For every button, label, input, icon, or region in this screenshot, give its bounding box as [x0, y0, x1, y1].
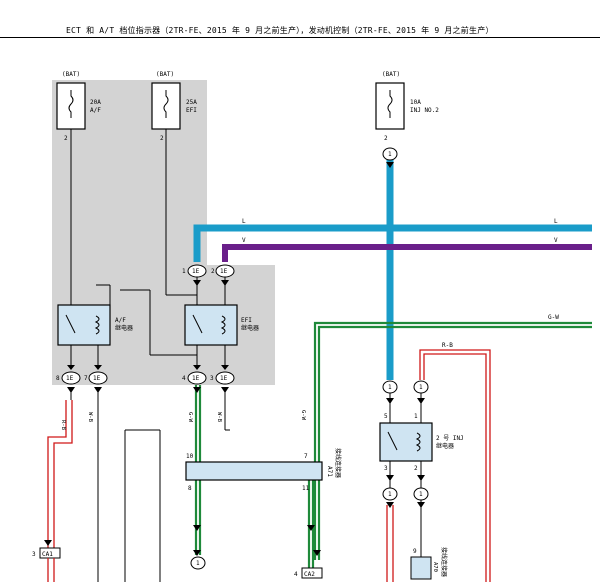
- connector-code: CA2: [304, 571, 315, 578]
- relay-pin: 2: [414, 465, 418, 472]
- connector-pins: 1E 1 1E 2 1E 8 1E 7 1E 4 1E 3 1 1 1 1 1: [56, 147, 429, 570]
- wire-label-vertical: G-W: [300, 410, 306, 421]
- junction-pin: 8: [188, 485, 192, 492]
- internal-wires: [70, 129, 230, 582]
- junction-name: A70: [432, 562, 438, 572]
- blue-wire: [193, 155, 592, 380]
- relay-sub: 继电器: [115, 324, 133, 332]
- wire-label-red: R-B: [442, 342, 453, 349]
- relay-name: 2 号 INJ: [436, 435, 464, 442]
- wire-label-purple: V: [554, 237, 558, 244]
- connector-code: 1E: [220, 375, 228, 382]
- relay-name: A/F: [115, 317, 126, 324]
- connector-ca1: CA1 3: [32, 547, 61, 582]
- relay-efi: EFI 继电器: [184, 304, 259, 346]
- junction-connector-a70: 9 A70 接线连接器: [410, 472, 448, 580]
- connector-code: 1E: [66, 375, 74, 382]
- relay-name: EFI: [241, 317, 252, 324]
- wire-label-purple: V: [242, 237, 246, 244]
- connector-pin: 7: [84, 375, 88, 382]
- fuse-rating: 25A: [186, 99, 197, 106]
- connector-code: 1E: [192, 268, 200, 275]
- fuse-inj-no2: 10A INJ NO.2 2: [375, 82, 439, 142]
- fuse-name: EFI: [186, 107, 197, 114]
- battery-source-label: (BAT): [156, 71, 174, 78]
- red-wire: [47, 349, 491, 582]
- connector-code: 1E: [93, 375, 101, 382]
- connector-ca2: CA2 4: [294, 567, 323, 579]
- junction-pin: 9: [413, 548, 417, 555]
- relay-pin: 3: [384, 465, 388, 472]
- junction-pin: 11: [302, 485, 310, 492]
- relay-sub: 继电器: [436, 442, 454, 450]
- connector-pin: 3: [32, 551, 36, 558]
- fuse-name: A/F: [90, 107, 101, 114]
- wire-label-vertical: R-B: [60, 420, 66, 431]
- terminal-arrows: [44, 162, 425, 556]
- connector-code: CA1: [42, 551, 53, 558]
- battery-source-label: (BAT): [62, 71, 80, 78]
- junction-sub: 接线连接器: [440, 547, 448, 577]
- connector-pin: 1: [182, 268, 186, 275]
- relay-pin: 1: [414, 413, 418, 420]
- wire-label-vertical: W-B: [216, 412, 222, 423]
- connector-code: 1: [196, 560, 200, 567]
- connector-code: 1: [388, 151, 392, 158]
- relay-af: A/F 继电器: [57, 304, 133, 346]
- connector-pin: 2: [211, 268, 215, 275]
- connector-pin: 4: [294, 571, 298, 578]
- connector-code: 1: [388, 384, 392, 391]
- wire-label-vertical: W-B: [87, 412, 93, 423]
- junction-pin: 10: [186, 453, 194, 460]
- relay-pin: 5: [384, 413, 388, 420]
- junction-sub: 接线连接器: [334, 448, 342, 478]
- fuse-pin: 2: [384, 135, 388, 142]
- purple-wire: [222, 244, 592, 262]
- header-divider: [0, 37, 600, 38]
- fuse-pin: 2: [160, 135, 164, 142]
- fuse-efi: 25A EFI 2: [151, 82, 197, 142]
- fuse-rating: 20A: [90, 99, 101, 106]
- junction-pin: 7: [304, 453, 308, 460]
- relay-sub: 继电器: [241, 324, 259, 332]
- wire-label-green: G-W: [548, 314, 559, 321]
- connector-code: 1E: [220, 268, 228, 275]
- wire-label-blue: L: [242, 218, 246, 225]
- fuse-rating: 10A: [410, 99, 421, 106]
- connector-pin: 3: [210, 375, 214, 382]
- wire-label-blue: L: [554, 218, 558, 225]
- connector-pin: 4: [182, 375, 186, 382]
- connector-code: 1E: [192, 375, 200, 382]
- connector-code: 1: [419, 384, 423, 391]
- fuse-pin: 2: [64, 135, 68, 142]
- connector-pin: 8: [56, 375, 60, 382]
- battery-source-label: (BAT): [382, 71, 400, 78]
- junction-connector-a71: 10 7 8 11 A71 接线连接器: [185, 448, 342, 492]
- wire-label-vertical: G-W: [187, 412, 193, 423]
- relay-inj-no2: 2 号 INJ 继电器 5 1 3 2: [379, 413, 464, 472]
- junction-name: A71: [326, 466, 333, 477]
- connector-code: 1: [388, 491, 392, 498]
- connector-code: 1: [419, 491, 423, 498]
- fuse-af: 20A A/F 2: [56, 82, 101, 142]
- page-title: ECT 和 A/T 档位指示器（2TR-FE、2015 年 9 月之前生产），发…: [66, 26, 494, 35]
- fuse-name: INJ NO.2: [410, 107, 439, 114]
